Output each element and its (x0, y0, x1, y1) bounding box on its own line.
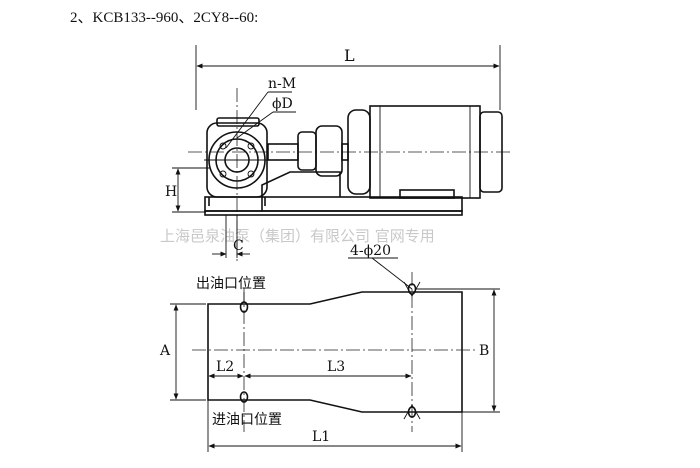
l2-label: L2 (216, 359, 234, 375)
inlet-position-label: 进油口位置 (212, 412, 282, 428)
width-label: A (159, 343, 171, 359)
base-plate (204, 171, 463, 216)
flange-diameter-label: ϕD (272, 96, 293, 112)
gear-pump-body (204, 117, 270, 206)
electric-motor (347, 105, 503, 199)
mount-holes-label: 4-ϕ20 (350, 243, 391, 259)
outlet-position-label: 出油口位置 (196, 276, 266, 292)
flange-bolts-leader (225, 91, 269, 149)
height-label: H (165, 184, 177, 200)
length-label: L (344, 46, 355, 65)
side-view: L n-M ϕD (165, 45, 512, 262)
base-outline (207, 291, 463, 413)
watermark-text: 上海邑泉油泵（集团）有限公司 官网专用 (160, 227, 435, 245)
l1-label: L1 (312, 429, 330, 445)
l3-label: L3 (327, 359, 345, 375)
shaft-coupling (267, 125, 349, 177)
drawing-heading: 2、KCB133--960、2CY8--60: (70, 10, 259, 26)
flange-diameter-leader (236, 111, 274, 139)
flange-bolts-label: n-M (268, 76, 296, 92)
top-view: 4-ϕ20 出油口位置 进油口位置 A B L2 L3 L1 (159, 243, 500, 452)
offset-label: C (233, 238, 244, 254)
base-width-label: B (479, 343, 489, 359)
mount-holes-leader (371, 257, 413, 290)
mount-holes (239, 281, 421, 420)
